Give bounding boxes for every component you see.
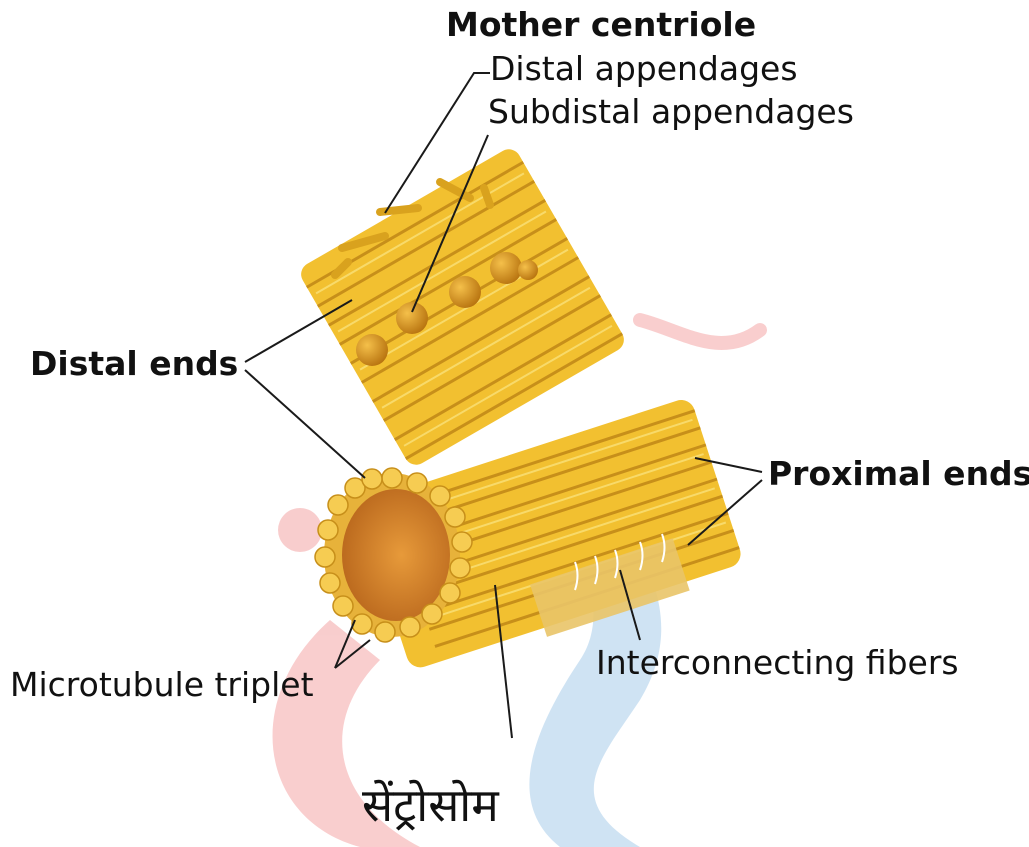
leader-distal-ends-lower <box>245 370 365 478</box>
mother-centriole-label: Mother centriole <box>446 8 756 41</box>
microtubule-triplet-label: Microtubule triplet <box>10 668 314 701</box>
subdistal-appendages-label: Subdistal appendages <box>488 95 854 128</box>
centrosome-caption: सेंट्रोसोम <box>362 782 499 828</box>
distal-ends-label: Distal ends <box>30 347 238 380</box>
interconnecting-fibers-label: Interconnecting fibers <box>596 646 959 679</box>
distal-appendages-label: Distal appendages <box>490 52 798 85</box>
proximal-ends-label: Proximal ends <box>768 457 1029 490</box>
